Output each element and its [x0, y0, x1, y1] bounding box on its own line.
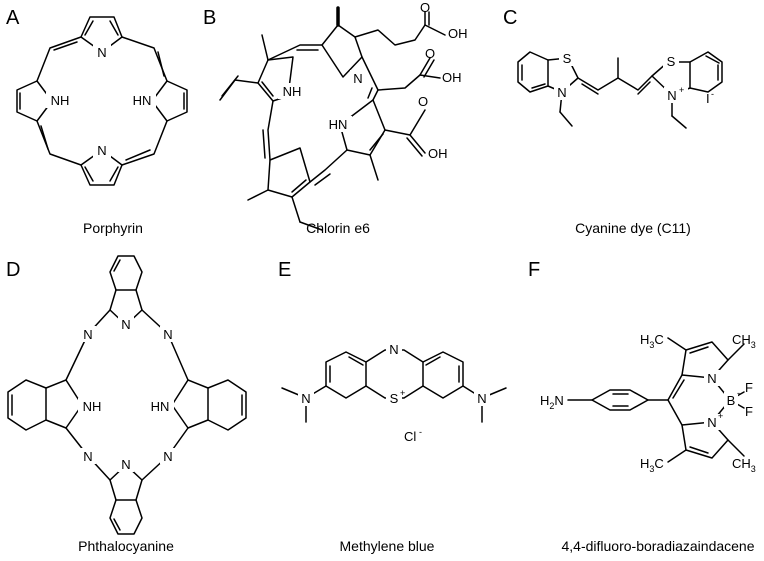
panel-e: E N S + N N Cl - Methylene blue [278, 259, 507, 554]
atom-label: N [121, 457, 130, 472]
atom-label: NH [83, 399, 102, 414]
atom-label: B [727, 393, 736, 408]
atom-label: H3C [640, 456, 664, 474]
atom-label: O [418, 94, 428, 109]
charge-label: - [737, 388, 740, 398]
atom-label: N [707, 371, 716, 386]
atom-label: N [97, 45, 106, 60]
charge-label: - [711, 89, 714, 99]
atom-label: CH3 [732, 456, 756, 474]
cyanine-structure [517, 51, 723, 129]
atom-label: N [121, 317, 130, 332]
phthalocyanine-structure [7, 255, 247, 535]
molecule-name-c: Cyanine dye (C11) [575, 220, 691, 236]
atom-label: NH [51, 93, 70, 108]
atom-label: I [706, 91, 710, 106]
molecule-name-b: Chlorin e6 [306, 220, 370, 236]
atom-label: S [563, 51, 572, 66]
panel-letter-a: A [6, 7, 20, 29]
panel-c: C S S N N + I - Cyanine dy [503, 7, 723, 236]
atom-label: N [83, 449, 92, 464]
molecule-name-e: Methylene blue [340, 538, 435, 554]
panel-letter-e: E [278, 259, 291, 281]
atom-label: N [557, 85, 566, 100]
charge-label: + [400, 388, 405, 398]
panel-b: B [203, 0, 468, 236]
atom-label: OH [448, 26, 468, 41]
panel-a: A N NH HN N Porphyrin [6, 7, 188, 236]
molecule-name-d: Phthalocyanine [78, 538, 174, 554]
atom-label: Cl [404, 429, 416, 444]
panel-letter-d: D [6, 259, 20, 281]
molecule-name-f: 4,4-difluoro-boradiazaindacene [561, 538, 754, 554]
atom-label: N [301, 391, 310, 406]
atom-label: N [389, 342, 398, 357]
atom-label: F [745, 404, 753, 419]
atom-label: HN [133, 93, 152, 108]
atom-label: N [163, 449, 172, 464]
atom-label: OH [428, 146, 448, 161]
atom-label: N [707, 415, 716, 430]
atom-label: N [667, 88, 676, 103]
atom-label: F [745, 380, 753, 395]
atom-label: S [390, 391, 399, 406]
atom-label: O [420, 0, 430, 15]
panel-d: D [6, 255, 247, 554]
atom-label: H3C [640, 332, 664, 350]
atom-label: H2N [540, 393, 564, 411]
atom-label: HN [151, 399, 170, 414]
charge-label: + [718, 411, 723, 421]
atom-label: HN [329, 117, 348, 132]
atom-label: CH3 [732, 332, 756, 350]
panel-f: F H2N H3C CH3 N B - F [528, 259, 756, 554]
atom-label: OH [442, 70, 462, 85]
porphyrin-structure [16, 16, 188, 186]
methylene-blue-structure [281, 349, 507, 423]
atom-label: S [667, 54, 676, 69]
bodipy-structure [567, 337, 745, 463]
panel-letter-b: B [203, 7, 216, 29]
atom-label: N [83, 327, 92, 342]
atom-label: NH [283, 84, 302, 99]
panel-letter-f: F [528, 259, 540, 281]
molecule-name-a: Porphyrin [83, 220, 143, 236]
atom-label: N [97, 143, 106, 158]
charge-label: - [419, 427, 422, 437]
panel-letter-c: C [503, 7, 517, 29]
atom-label: O [425, 46, 435, 61]
atom-label: N [163, 327, 172, 342]
charge-label: + [679, 85, 684, 95]
atom-label: N [353, 71, 362, 86]
atom-label: N [477, 391, 486, 406]
